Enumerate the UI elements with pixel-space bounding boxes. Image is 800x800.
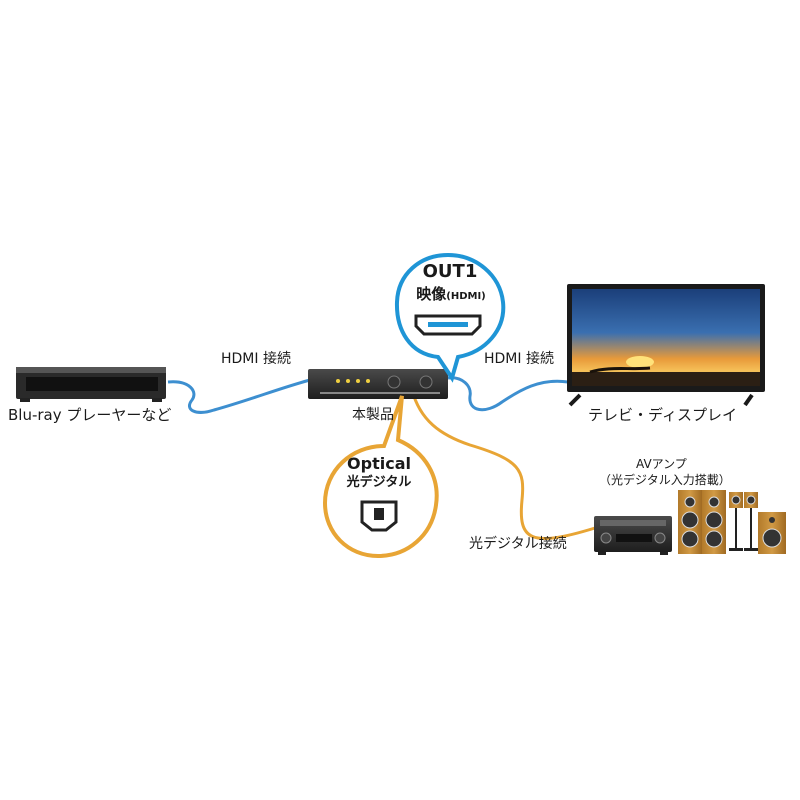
hdmi-output-cable (447, 376, 569, 412)
av-amplifier-icon (594, 516, 672, 555)
optical-port-icon (360, 500, 398, 532)
optical-connection-label: 光デジタル接続 (469, 536, 567, 552)
optical-subtitle: 光デジタル (346, 475, 412, 490)
hdmi-input-cable (167, 378, 311, 414)
splitter-device-icon (308, 369, 448, 399)
speaker-front-left-icon (678, 490, 702, 554)
tv-label: テレビ・ディスプレイ (588, 406, 737, 424)
optical-bubble (322, 395, 439, 559)
hdmi-input-label: HDMI 接続 (221, 351, 291, 367)
bluray-player-icon (16, 367, 166, 402)
tv-display-icon (567, 284, 765, 407)
hdmi-output-label: HDMI 接続 (484, 351, 554, 367)
out1-subtitle-small: (HDMI) (446, 291, 486, 302)
out1-subtitle: 映像(HDMI) (406, 287, 496, 302)
hdmi-port-icon (414, 314, 482, 336)
out1-subtitle-main: 映像 (416, 285, 447, 303)
av-amp-note-label: （光デジタル入力搭載） (599, 473, 731, 487)
subwoofer-icon (758, 512, 786, 554)
bluray-label: Blu-ray プレーヤーなど (8, 406, 172, 424)
av-amp-label: AVアンプ (636, 457, 687, 471)
optical-title: Optical (347, 454, 411, 473)
speaker-front-right-icon (702, 490, 726, 554)
device-label: 本製品 (352, 407, 394, 423)
speaker-satellite-left-icon (729, 492, 743, 551)
speaker-satellite-right-icon (744, 492, 758, 551)
optical-cable (410, 389, 596, 541)
out1-hdmi-bubble (394, 252, 506, 383)
out1-title: OUT1 (422, 261, 478, 282)
